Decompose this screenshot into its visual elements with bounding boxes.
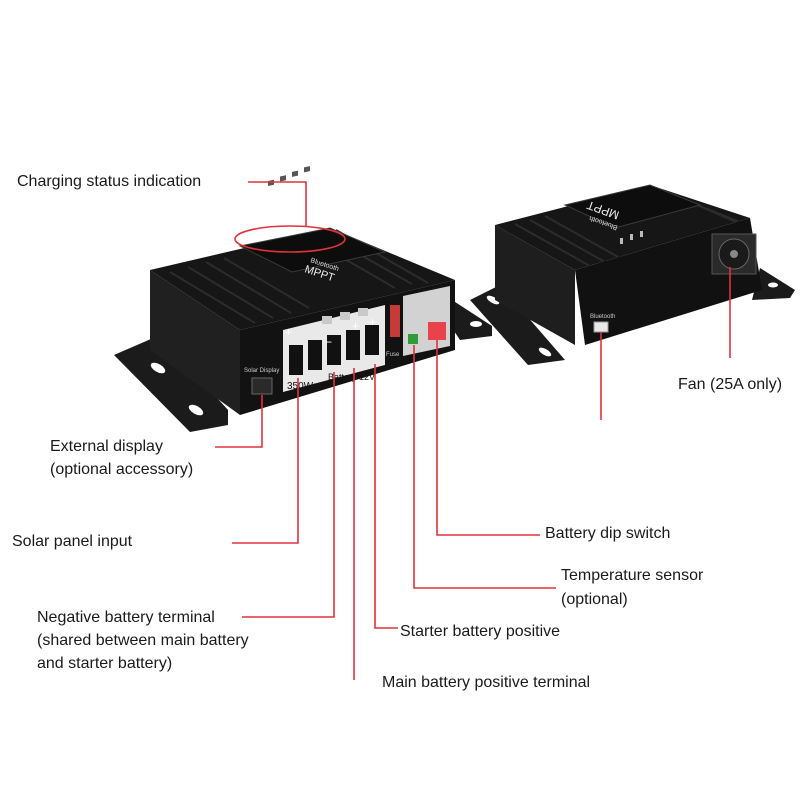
label-negative-terminal-line2: (shared between main battery bbox=[37, 632, 249, 649]
solar-rating-label: 350Wp bbox=[287, 381, 319, 392]
label-negative-terminal-line1: Negative battery terminal bbox=[37, 609, 215, 626]
leader-dip-switch bbox=[436, 340, 540, 536]
label-solar-input: Solar panel input bbox=[12, 533, 133, 550]
mounting-flange-right bbox=[452, 300, 492, 340]
label-charging-status: Charging status indication bbox=[17, 173, 202, 190]
leader-solar-input bbox=[232, 378, 299, 544]
leader-starter-positive bbox=[374, 364, 398, 629]
fuse-label: Fuse bbox=[386, 352, 400, 358]
label-temperature-sensor-line1: Temperature sensor bbox=[561, 567, 704, 584]
housing-left-face bbox=[150, 270, 240, 415]
bluetooth-port bbox=[593, 321, 609, 333]
top-label-panel bbox=[238, 227, 387, 273]
label-external-display-line2: (optional accessory) bbox=[50, 461, 194, 478]
leader-negative-terminal bbox=[242, 372, 335, 618]
svg-text:−: − bbox=[325, 335, 332, 349]
label-external-display-line1: External display bbox=[50, 438, 163, 455]
label-fan: Fan (25A only) bbox=[678, 376, 783, 393]
rear-top-label-panel bbox=[563, 184, 702, 229]
svg-text:+: + bbox=[352, 319, 359, 333]
rear-flange-left bbox=[470, 285, 565, 365]
label-starter-positive: Starter battery positive bbox=[400, 623, 561, 640]
fan-grille bbox=[711, 233, 757, 275]
label-temperature-sensor-line2: (optional) bbox=[561, 591, 628, 608]
leader-temperature-sensor bbox=[413, 345, 556, 589]
dip-chart-panel bbox=[403, 286, 450, 356]
terminal-tops bbox=[322, 308, 368, 324]
svg-text:+: + bbox=[369, 315, 376, 329]
mppt-controller-front: Bluetooth MPPT Solar Display 350Wp Batte… bbox=[114, 166, 492, 432]
label-negative-terminal-line3: and starter battery) bbox=[37, 655, 173, 672]
charging-status-leds bbox=[268, 166, 310, 187]
led-highlight-ring bbox=[234, 225, 346, 253]
terminal-screws bbox=[289, 325, 379, 375]
solar-display-port bbox=[251, 377, 273, 395]
label-dip-switch: Battery dip switch bbox=[545, 525, 671, 542]
solar-display-port-label: Solar Display bbox=[244, 368, 279, 374]
bluetooth-port-label: Bluetooth bbox=[590, 314, 615, 320]
leader-charging-status bbox=[248, 181, 307, 226]
temperature-sensor-port bbox=[408, 334, 418, 344]
leader-external-display bbox=[215, 395, 263, 448]
leader-lines bbox=[215, 181, 731, 680]
svg-text:+: + bbox=[285, 325, 292, 339]
label-main-positive: Main battery positive terminal bbox=[382, 674, 591, 691]
fuse-holder bbox=[390, 305, 400, 337]
mppt-controller-rear: MPPT Bluetooth Bluetooth bbox=[470, 184, 795, 365]
rear-left-face bbox=[495, 225, 575, 345]
battery-dip-switch bbox=[428, 322, 446, 340]
battery-rating-label: Battery 12V bbox=[328, 372, 375, 382]
